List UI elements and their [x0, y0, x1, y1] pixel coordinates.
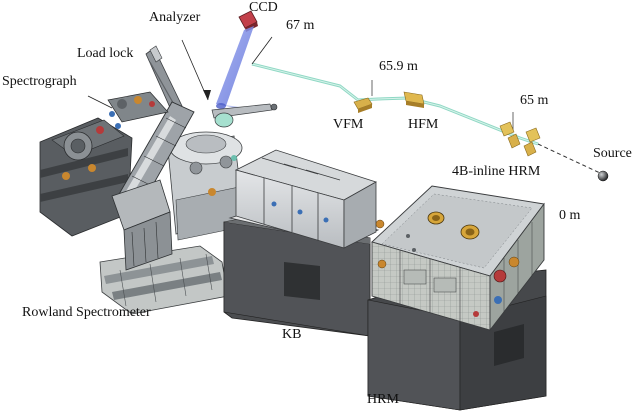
spectrograph-label: Spectrograph [2, 74, 77, 89]
analyzer-cone [216, 26, 254, 112]
load-lock-arm [145, 45, 183, 113]
vfm-label: VFM [333, 117, 364, 132]
load-lock-label: Load lock [77, 46, 134, 61]
distance-67m-label: 67 m [286, 18, 315, 33]
distance-ticks [371, 80, 514, 130]
source-sphere [597, 170, 609, 182]
hfm-mirror [403, 91, 425, 108]
beam-path [251, 62, 601, 174]
inline-hrm-crystals [499, 121, 541, 157]
inline-hrm-label: 4B-inline HRM [452, 164, 541, 179]
source-label: Source [593, 146, 632, 161]
analyzer-label: Analyzer [149, 10, 201, 25]
ccd-label: CCD [249, 0, 278, 15]
leader-lines [87, 36, 273, 109]
hrm-chamber [371, 185, 545, 332]
analyzer-arm [211, 103, 278, 128]
hrm-label: HRM [367, 392, 399, 407]
vfm-mirror [353, 97, 373, 113]
kb-chamber [228, 149, 385, 249]
distance-65-9m-label: 65.9 m [379, 59, 418, 74]
rowland-spectrometer-label: Rowland Spectrometer [22, 305, 151, 320]
hfm-label: HFM [408, 117, 439, 132]
rowland-spectrometer [39, 91, 247, 315]
distance-65m-label: 65 m [520, 93, 549, 108]
kb-label: KB [282, 327, 302, 342]
distance-0m-label: 0 m [559, 208, 581, 223]
